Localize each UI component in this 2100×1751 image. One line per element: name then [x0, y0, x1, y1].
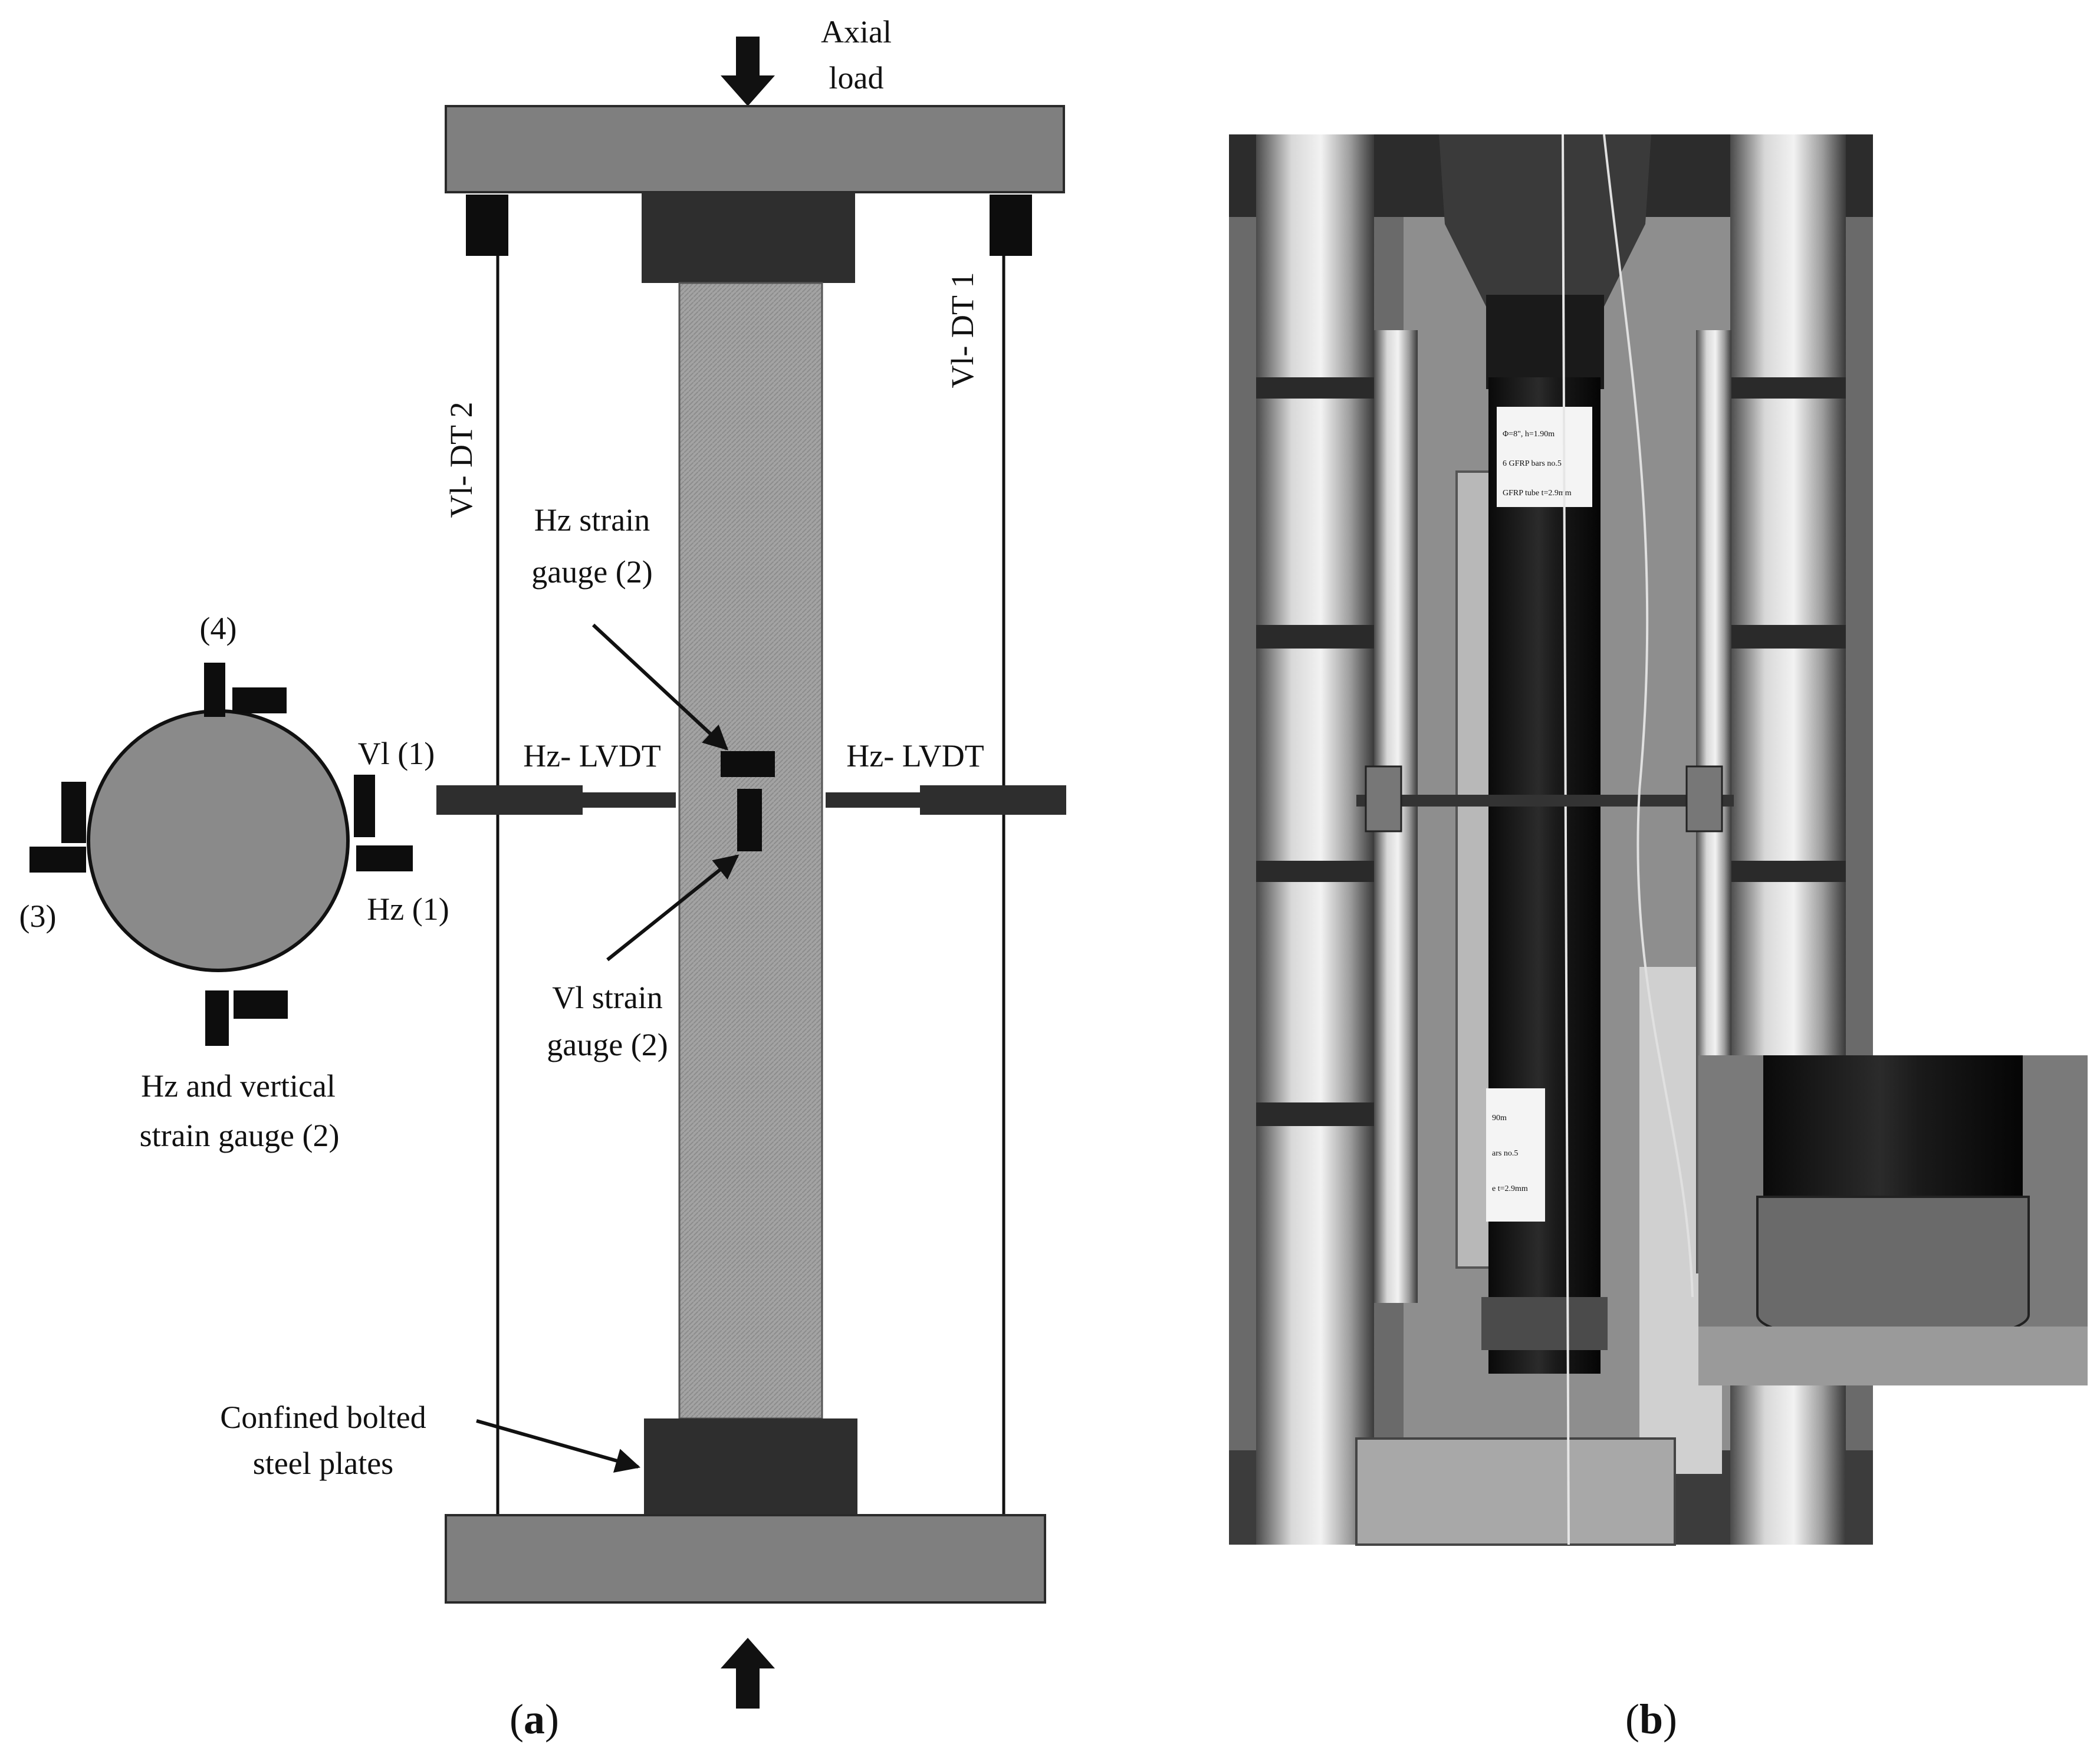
- vl-strain-gauge: [737, 789, 762, 851]
- vl-strain-gauge-pointer: [606, 854, 740, 962]
- photo-left-collar-3: [1256, 861, 1374, 882]
- top-load-arrow-icon: [721, 37, 775, 106]
- axial-load-label-line1: Axial: [821, 14, 892, 50]
- confined-plates-label-line2: steel plates: [253, 1446, 393, 1481]
- photo-inset-detail: [1698, 1055, 2088, 1385]
- section-caption-line2: strain gauge (2): [140, 1118, 340, 1153]
- photo-right-collar-3: [1730, 861, 1846, 882]
- top-platen: [445, 105, 1065, 193]
- section-pos-4-label: (4): [200, 611, 237, 646]
- vl-strain-gauge-label-line1: Vl strain: [552, 980, 662, 1015]
- vl-dt-1-label: Vl- DT 1: [945, 272, 980, 389]
- photo-right-collar-2: [1730, 625, 1846, 649]
- photo-left-collar-4: [1256, 1102, 1374, 1126]
- bottom-load-arrow-icon: [721, 1638, 775, 1709]
- photo-tube-bottom-collar: [1481, 1297, 1608, 1350]
- gauge-1-horizontal: [356, 845, 413, 871]
- gauge-1-vertical: [354, 775, 375, 837]
- photo-tube-label-top: [1497, 407, 1592, 507]
- section-pos-3-label: (3): [19, 898, 57, 934]
- panel-a-diagram: Axial load Vl- DT 2 Vl- DT 1 Hz- LVDT Hz…: [19, 14, 1066, 1743]
- photo-left-collar-1: [1256, 377, 1374, 399]
- photo-loading-head: [1439, 134, 1651, 330]
- gauge-2-horizontal: [234, 990, 288, 1019]
- bottom-platen: [445, 1514, 1046, 1604]
- photo-tube-label-bottom: [1486, 1088, 1545, 1222]
- gauge-3-vertical: [61, 782, 86, 843]
- inset-collar: [1756, 1196, 2030, 1342]
- photo-label-top-line2: 6 GFRP bars no.5: [1503, 459, 1562, 468]
- vl-dt-1-clamp: [990, 195, 1032, 256]
- photo-label-bottom-line2: ars no.5: [1492, 1149, 1518, 1158]
- bottom-loading-block: [644, 1418, 857, 1516]
- hz-lvdt-right-rod: [826, 792, 921, 808]
- photo-lvdt-bracket-right: [1685, 765, 1723, 832]
- vl-dt-2-clamp: [466, 195, 508, 256]
- hz-lvdt-left-body: [436, 785, 583, 815]
- gauge-3-horizontal: [29, 847, 86, 873]
- hz-lvdt-right-body: [920, 785, 1066, 815]
- hz-strain-gauge: [721, 751, 775, 777]
- photo-right-collar-1: [1730, 377, 1846, 399]
- hz-lvdt-right-label: Hz- LVDT: [846, 738, 984, 774]
- photo-label-bottom-line3: e t=2.9mm: [1492, 1184, 1528, 1193]
- gauge-4-horizontal: [232, 687, 287, 713]
- photo-label-bottom-line1: 90m: [1492, 1114, 1507, 1123]
- confined-plates-pointer: [476, 1419, 641, 1473]
- photo-horizontal-lvdt-bar: [1356, 795, 1734, 807]
- gauge-2-vertical: [205, 990, 229, 1046]
- inset-base-plate: [1698, 1327, 2088, 1385]
- hz-lvdt-left-label: Hz- LVDT: [523, 738, 660, 774]
- axial-load-label-line2: load: [829, 60, 884, 96]
- vl-dt-2-label: Vl- DT 2: [443, 402, 479, 518]
- photo-label-top-line1: Φ=8", h=1.90m: [1503, 430, 1555, 439]
- section-caption-line1: Hz and vertical: [141, 1068, 336, 1104]
- top-loading-block: [642, 192, 855, 283]
- photo-lvdt-bracket-left: [1365, 765, 1402, 832]
- cross-section-circle: [87, 709, 350, 972]
- gauge-4-vertical: [204, 663, 225, 717]
- photo-label-top-line3: GFRP tube t=2.9mm: [1503, 489, 1572, 498]
- panel-b-photo: Φ=8", h=1.90m 6 GFRP bars no.5 GFRP tube…: [1229, 134, 2088, 1743]
- hz-lvdt-left-rod: [583, 792, 676, 808]
- photo-left-collar-2: [1256, 625, 1374, 649]
- hz-strain-gauge-label-line2: gauge (2): [531, 554, 652, 590]
- vl-strain-gauge-label-line2: gauge (2): [547, 1027, 668, 1062]
- photo-load-cell: [1486, 295, 1604, 389]
- photo-gfrp-tube: [1488, 377, 1601, 1374]
- photo-cables: [1603, 134, 1694, 1298]
- section-vl-1-label: Vl (1): [358, 736, 435, 771]
- photo-tube-bottom-plate: [1355, 1437, 1676, 1546]
- hz-strain-gauge-pointer: [591, 623, 729, 751]
- photo-left-steel-post: [1256, 134, 1374, 1545]
- section-hz-1-label: Hz (1): [367, 891, 449, 927]
- confined-plates-label-line1: Confined bolted: [220, 1400, 426, 1435]
- photo-lvdt-wire: [1562, 134, 1570, 1545]
- hz-strain-gauge-label-line1: Hz strain: [534, 502, 650, 538]
- panel-a-caption: (a): [510, 1696, 559, 1743]
- panel-b-caption: (b): [1625, 1696, 1677, 1743]
